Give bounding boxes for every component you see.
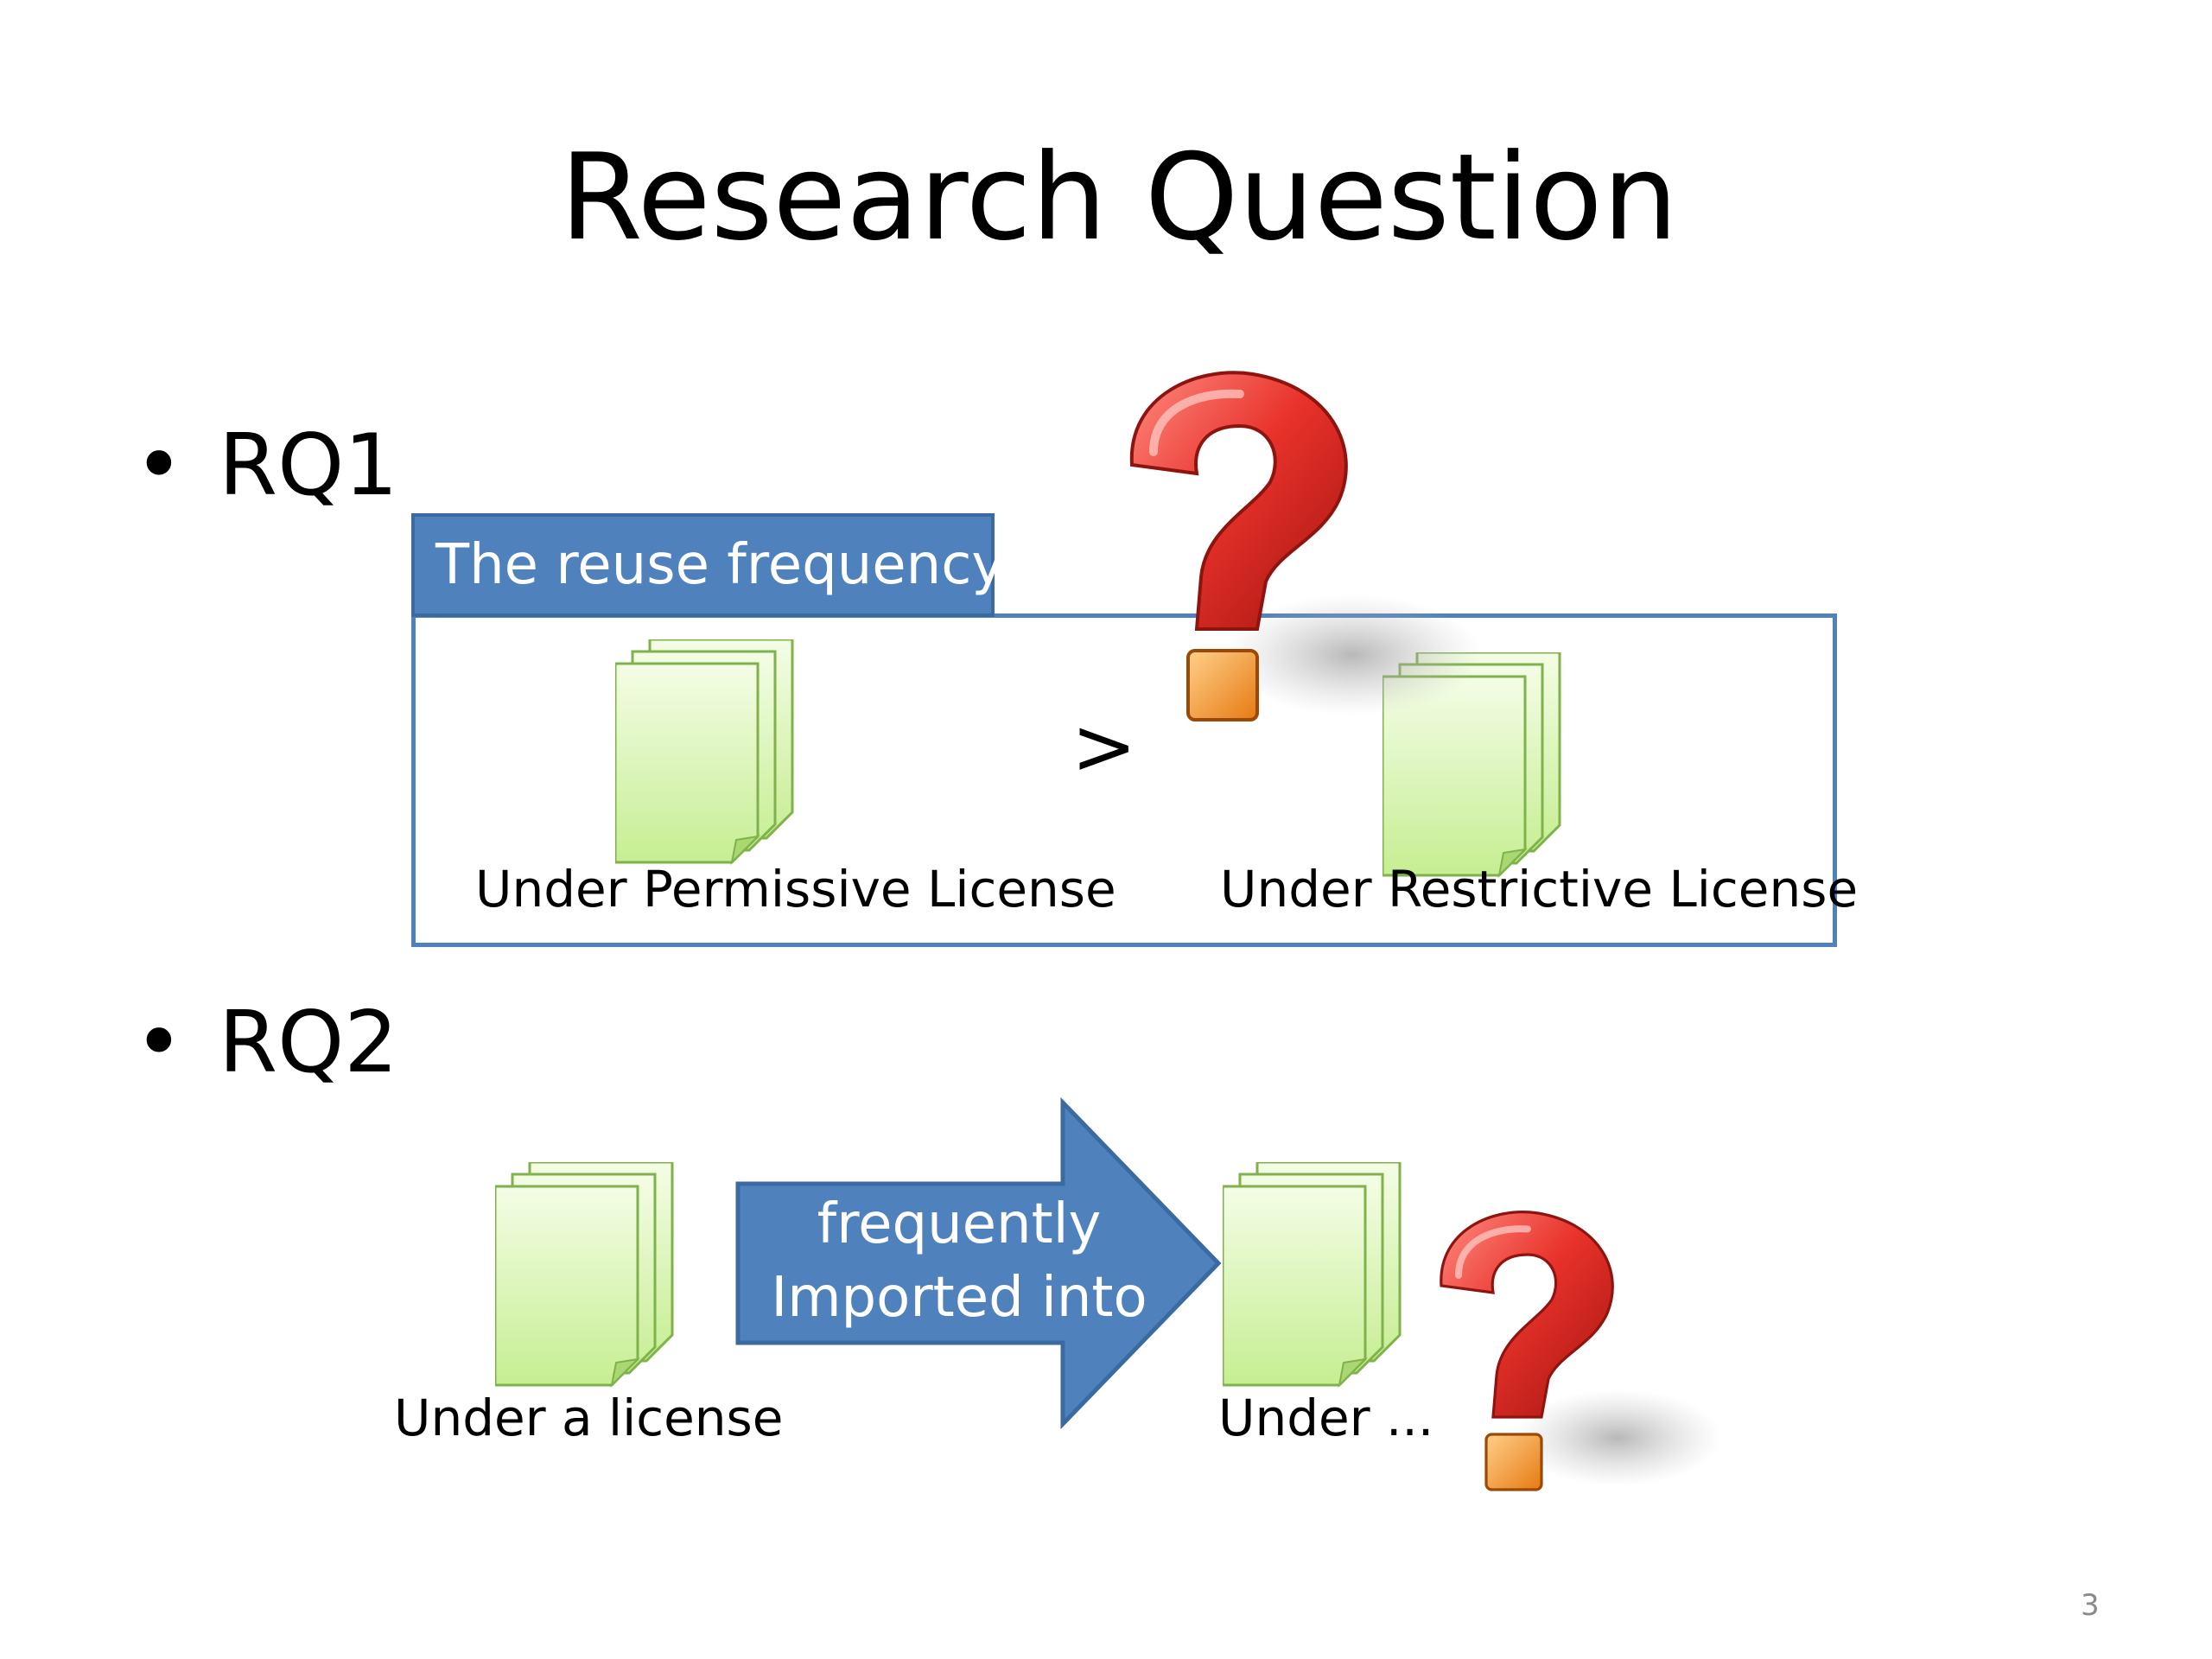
page-number: 3 [2081,1588,2100,1623]
arrow-label-line1: frequently [817,1192,1102,1256]
question-mark-icon [1102,370,1499,750]
bullet-marker: • [134,994,184,1092]
document-stack-icon [1223,1162,1402,1387]
slide-title: Research Question [559,128,1679,267]
question-mark-icon [1417,1210,1815,1590]
rq2-right-caption: Under ... [1218,1389,1434,1447]
rq1-right-caption: Under Restrictive License [1220,860,1859,918]
rq1-label: RQ1 [219,416,398,515]
rq1-left-caption: Under Permissive License [475,860,1116,918]
arrow-label-line2: Imported into [771,1266,1147,1330]
document-stack-icon [495,1162,674,1387]
greater-than-symbol: > [1071,702,1137,792]
rq2-left-caption: Under a license [394,1389,784,1447]
rq2-label: RQ2 [219,994,398,1092]
rq1-box-title: The reuse frequency [411,513,1004,617]
document-stack-icon [615,639,794,864]
bullet-marker: • [134,416,184,515]
right-arrow-icon: frequently Imported into [734,1097,1227,1430]
